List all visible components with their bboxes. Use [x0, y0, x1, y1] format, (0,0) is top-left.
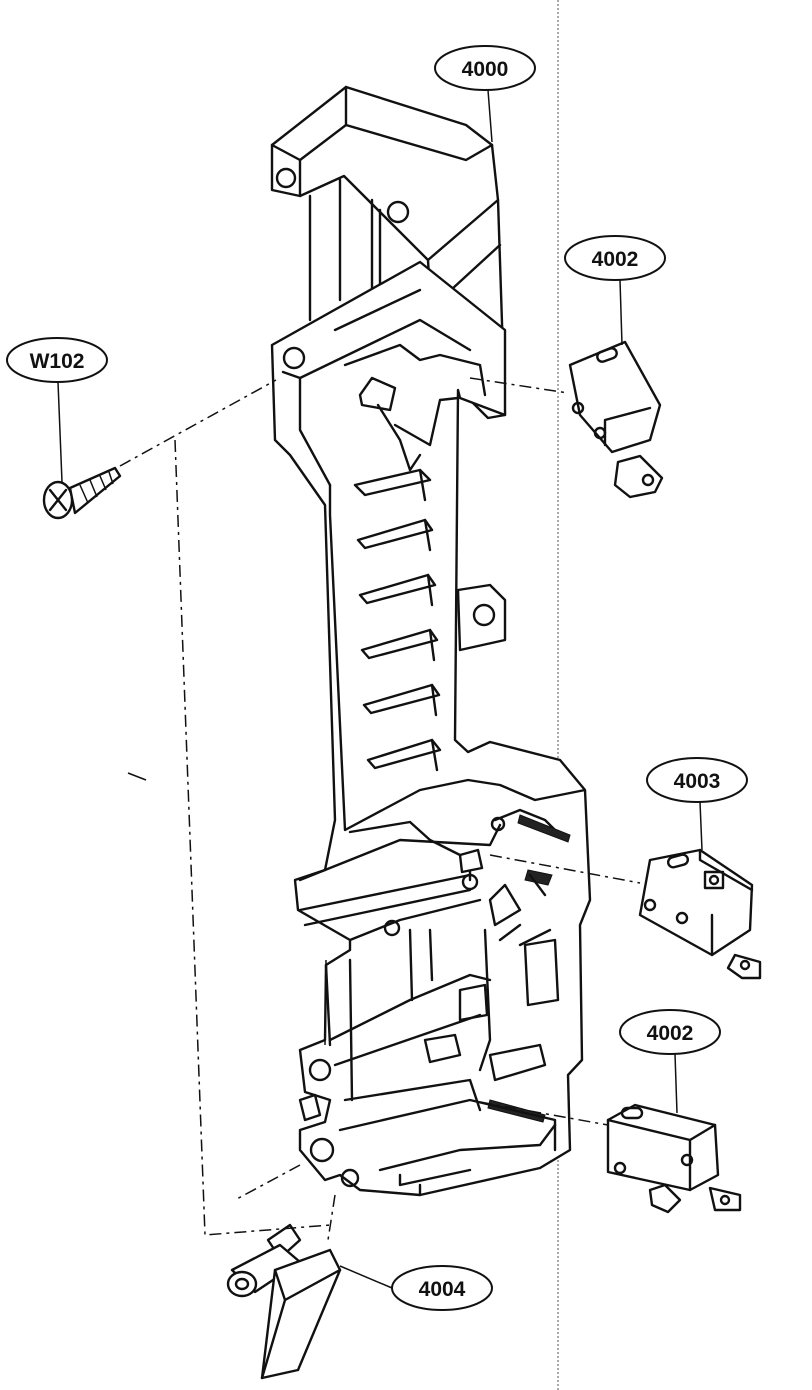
callout-lever-label: 4004 [419, 1278, 466, 1301]
callout-frame: 4000 [434, 45, 536, 143]
microswitch-top-part [469, 340, 664, 499]
callout-frame-label: 4000 [462, 58, 509, 81]
microswitch-middle-part [489, 848, 762, 980]
alignment-line-screw [174, 439, 331, 1236]
alignment-line-lever [234, 1164, 301, 1201]
callout-lever: 4004 [339, 1265, 493, 1311]
callout-screw-label: W102 [30, 350, 85, 373]
latch-frame-part [270, 85, 592, 1197]
callout-switch-middle-label: 4003 [674, 770, 721, 793]
alignment-line-lever-vertical [327, 1194, 336, 1241]
callout-switch-middle: 4003 [646, 757, 748, 851]
callout-switch-top: 4002 [564, 235, 666, 346]
callout-screw: W102 [6, 337, 108, 483]
callout-switch-bottom: 4002 [619, 1009, 721, 1114]
microswitch-bottom-part [479, 1101, 742, 1214]
stray-mark [127, 772, 147, 781]
frame-ribs [353, 468, 442, 772]
callout-switch-top-label: 4002 [592, 248, 639, 271]
callout-switch-bottom-label: 4002 [647, 1022, 694, 1045]
alignment-line-left-vertical [324, 959, 327, 1046]
screw-part [42, 379, 277, 520]
lever-part [226, 1223, 342, 1380]
